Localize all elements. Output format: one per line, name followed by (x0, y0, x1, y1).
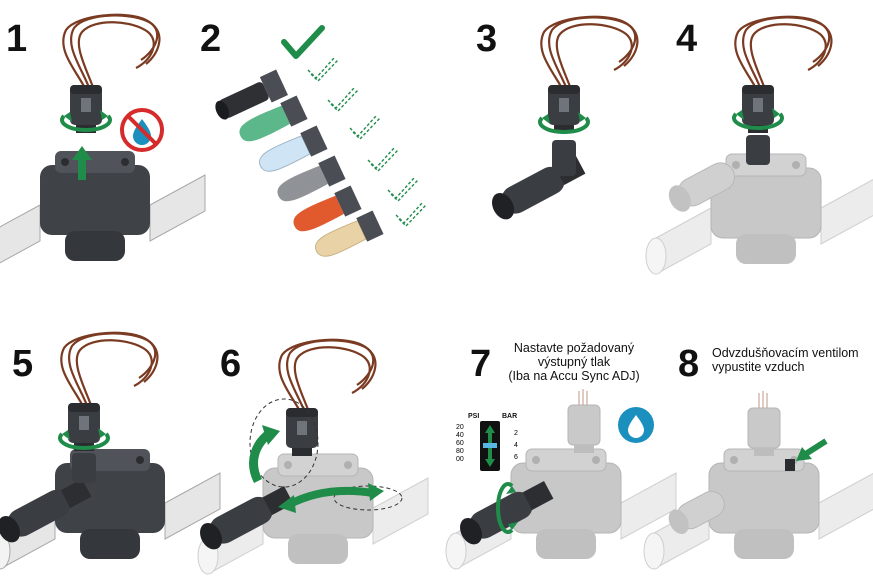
dashed-check-icon (367, 147, 399, 172)
fitting (552, 140, 576, 176)
dashed-check-icon (327, 87, 359, 112)
regulator-ghost (668, 490, 725, 535)
wire-bundle (278, 338, 377, 417)
psi-tick: 00 (456, 456, 464, 463)
step-4-illustration (645, 15, 873, 275)
psi-tick: 40 (456, 432, 464, 439)
psi-tick: 20 (456, 424, 464, 431)
dashed-rotation-guide (333, 485, 403, 511)
step-7-caption: Nastavte požadovaný výstupný tlak (Iba n… (502, 341, 646, 383)
step-2-panel: 2 (200, 0, 436, 293)
step-number: 4 (676, 18, 698, 60)
water-drop-icon (618, 407, 654, 443)
step-7-illustration (445, 389, 677, 570)
step-7-panel: 7 Nastavte požadovaný výstupný tlak (Iba… (436, 293, 677, 586)
dashed-check-icon (307, 57, 339, 82)
dashed-check-icon (349, 115, 381, 140)
dashed-check-icon (395, 202, 427, 227)
cap-dark (215, 69, 288, 120)
valve-body (40, 151, 150, 261)
pressure-gauge: PSI BAR 20 40 60 80 00 2 4 6 (456, 413, 528, 473)
wire-bundle (62, 13, 161, 92)
cap-tan (314, 210, 384, 257)
step-number: 6 (220, 343, 242, 385)
solenoid (68, 403, 100, 451)
solenoid-ghost (747, 407, 781, 456)
bar-tick: 6 (514, 454, 518, 461)
bar-label: BAR (502, 413, 518, 420)
caption-line: Nastavte požadovaný (513, 341, 635, 355)
step-4-panel: 4 (645, 0, 873, 293)
dashed-rotation-guide (249, 398, 319, 488)
solenoid (286, 408, 318, 456)
double-arrow-icon (278, 483, 384, 513)
cap-gray (277, 155, 346, 202)
step-3-illustration (487, 15, 639, 224)
psi-label: PSI (468, 413, 480, 420)
checkmark-icon (281, 25, 325, 59)
gauge-arrows-icon (483, 425, 497, 467)
step-1-panel: 1 (0, 0, 218, 293)
wire-bundle (540, 15, 639, 94)
caption-line: výstupný tlak (537, 355, 611, 369)
wire-ghost (578, 389, 588, 405)
valve-body-ghost (708, 448, 820, 560)
psi-tick: 80 (456, 448, 464, 455)
bar-tick: 2 (514, 430, 518, 437)
cap-blue (258, 125, 328, 172)
step-number: 7 (470, 343, 492, 385)
step-5-illustration (0, 331, 221, 570)
caption-line: (Iba na Accu Sync ADJ) (508, 369, 640, 383)
step-number: 8 (678, 343, 700, 385)
bleed-screw (785, 459, 795, 471)
fitting (746, 135, 770, 165)
step-1-illustration (0, 13, 206, 272)
step-number: 2 (200, 18, 222, 60)
step-8-caption: Odvzdušňovacím ventilom vypustite vzduch (712, 346, 859, 374)
arrow-icon (796, 438, 828, 461)
step-6-panel: 6 (195, 293, 436, 586)
solenoid-ghost (567, 404, 601, 453)
step-number: 3 (476, 18, 498, 60)
step-6-illustration (195, 338, 429, 575)
wire-ghost (758, 391, 768, 408)
cap-red (293, 185, 362, 232)
step-8-illustration (643, 391, 873, 570)
solenoid (548, 85, 580, 133)
step-number: 5 (12, 343, 34, 385)
solenoid (70, 85, 102, 133)
step-5-panel: 5 (0, 293, 221, 586)
caption-line: Odvzdušňovacím ventilom (712, 346, 859, 360)
dashed-check-icon (387, 177, 419, 202)
regulator-ghost (668, 162, 735, 212)
step-2-illustration (215, 25, 427, 257)
caption-line: vypustite vzduch (712, 360, 805, 374)
step-3-panel: 3 (436, 0, 654, 293)
wire-bundle (734, 15, 833, 94)
no-water-icon (120, 108, 164, 152)
step-8-panel: 8 Odvzdušňovacím ventilom vypustite vzdu… (643, 293, 873, 586)
fitting (72, 453, 96, 483)
cap-green (239, 95, 308, 142)
curved-arrow-icon (249, 425, 280, 484)
bar-tick: 4 (514, 442, 518, 449)
up-arrow-icon (72, 146, 92, 180)
wire-bundle (60, 331, 159, 410)
step-number: 1 (6, 18, 28, 60)
psi-tick: 60 (456, 440, 464, 447)
